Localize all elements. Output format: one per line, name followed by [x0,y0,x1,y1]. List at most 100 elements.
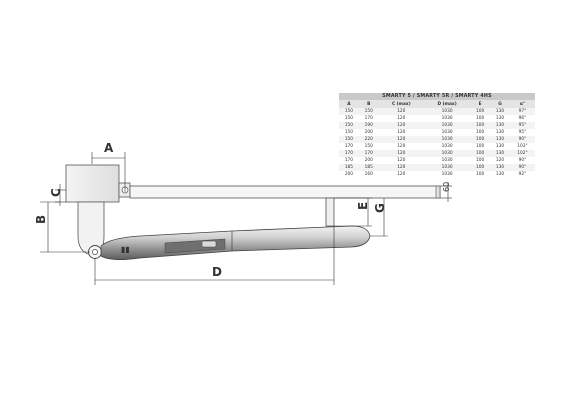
table-cell: 160 [358,170,379,178]
table-cell: 170 [358,149,379,157]
table-cell: 150 [339,107,359,115]
table-cell: 96° [509,114,535,122]
table-cell: 170 [339,142,359,150]
table-cell: 1030 [423,170,471,178]
table-cell: 92° [509,170,535,178]
table-cell: 200 [358,156,379,164]
table-cell: 170 [339,149,359,157]
table-cell: 1030 [423,114,471,122]
table-cell: 130 [490,135,510,143]
table-cell: 190 [358,121,379,129]
table-cell: 185 [339,163,359,171]
spec-header-cell: A [339,100,359,108]
table-cell: 120 [378,163,424,171]
table-cell: 120 [378,170,424,178]
dimension-arm-height: 60 [442,182,451,192]
table-cell: 120 [378,142,424,150]
dimension-a: A [104,141,114,155]
table-cell: 1030 [423,121,471,129]
table-cell: 95° [509,128,535,136]
table-cell: 100 [470,114,491,122]
table-cell: 130 [490,142,510,150]
spec-header-cell: E [470,100,491,108]
table-cell: 100 [470,163,491,171]
table-cell: 150 [358,107,379,115]
dimension-g: G [373,203,387,213]
dimension-b: B [34,215,48,224]
table-cell: 200 [358,128,379,136]
spec-table-title: SMARTY 5 / SMARTY 5R / SMARTY 4HS [339,93,535,101]
table-cell: 130 [490,163,510,171]
table-cell: 120 [378,128,424,136]
table-cell: 100 [470,107,491,115]
spec-table: SMARTY 5 / SMARTY 5R / SMARTY 4HS A B C … [339,93,535,178]
table-cell: 120 [378,156,424,164]
spec-header-cell: α° [509,100,535,108]
table-cell: 120 [378,135,424,143]
table-cell: 1030 [423,163,471,171]
table-cell: 130 [490,114,510,122]
table-cell: 100 [470,142,491,150]
table-cell: 120 [490,156,510,164]
table-cell: 1030 [423,107,471,115]
table-cell: 170 [339,156,359,164]
mounting-post [77,201,105,259]
table-cell: 100 [470,170,491,178]
gate-leaf [129,185,441,199]
table-cell: 102° [509,149,535,157]
spec-header-cell: D (max) [423,100,471,108]
table-cell: 130 [490,121,510,129]
dimension-e: E [356,202,370,210]
pillar-bracket [65,164,131,203]
table-cell: 100 [470,128,491,136]
table-cell: 130 [490,128,510,136]
spec-table-header-row: A B C (max) D (max) E G α° [339,100,535,108]
table-cell: 90° [509,135,535,143]
spec-header-cell: G [490,100,510,108]
dimension-d: D [212,265,222,279]
table-cell: 1030 [423,149,471,157]
table-cell: 120 [378,114,424,122]
gate-bracket [325,197,335,227]
table-cell: 185 [358,163,379,171]
svg-text:▮▮: ▮▮ [121,245,130,254]
table-cell: 130 [490,170,510,178]
table-cell: 200 [339,170,359,178]
table-cell: 90° [509,156,535,164]
table-cell: 120 [378,121,424,129]
table-cell: 1030 [423,128,471,136]
table-cell: 1030 [423,156,471,164]
spec-header-cell: B [358,100,379,108]
table-cell: 1030 [423,135,471,143]
table-cell: 170 [358,114,379,122]
table-cell: 150 [339,128,359,136]
table-cell: 150 [339,114,359,122]
table-cell: 90° [509,163,535,171]
table-cell: 100 [470,135,491,143]
dimension-lines [40,152,452,285]
table-cell: 130 [490,107,510,115]
table-cell: 95° [509,121,535,129]
spec-header-cell: C (max) [378,100,424,108]
table-cell: 130 [490,149,510,157]
table-cell: 220 [358,135,379,143]
table-cell: 120 [378,149,424,157]
table-cell: 97° [509,107,535,115]
table-cell: 150 [339,121,359,129]
dimension-c: C [49,188,63,197]
table-cell: 1030 [423,142,471,150]
table-cell: 150 [339,135,359,143]
table-cell: 100 [470,121,491,129]
table-cell: 100 [470,156,491,164]
